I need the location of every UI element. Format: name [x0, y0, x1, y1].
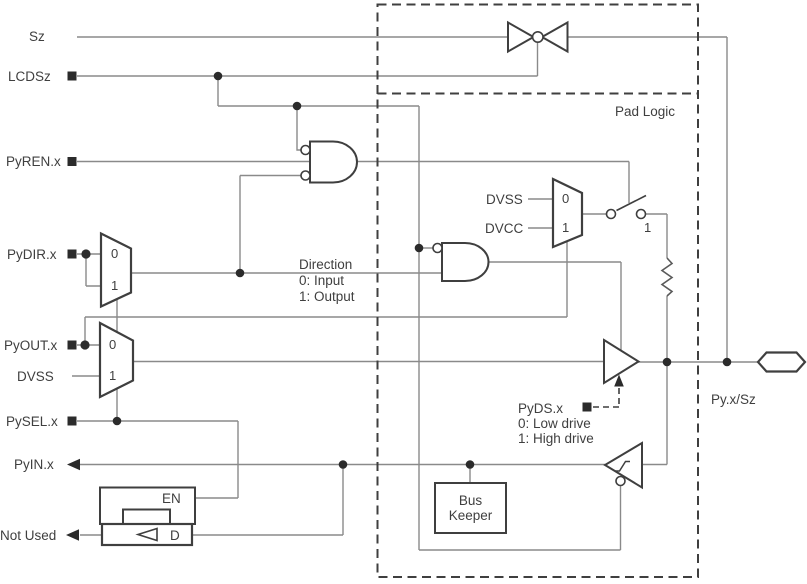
d-latch-label: D: [170, 527, 180, 543]
wire-lcd-to-nand: [296, 106, 301, 151]
pad-pin-icon: [756, 351, 807, 373]
transmission-gate-icon: [507, 20, 569, 54]
signal-label-pyds: PyDS.x: [518, 400, 564, 416]
wire-to-dlatch: [192, 464, 344, 536]
signal-label-pyout: PyOUT.x: [4, 337, 58, 353]
pull-mux-0: 0: [562, 191, 570, 206]
pad-pin-label: Py.x/Sz: [711, 392, 756, 407]
hysteresis-glyph: [615, 460, 630, 472]
signal-label-pyin: PyIN.x: [14, 457, 54, 472]
d-latch-icon: [100, 522, 194, 547]
pyds-port-marker: [582, 402, 592, 412]
pyout-mux-0: 0: [109, 337, 117, 352]
pydir-mux-icon: [99, 231, 133, 309]
enable-bubble-icon: [615, 475, 626, 487]
wires: [72, 36, 758, 551]
up-arrowhead-icon: [614, 374, 624, 387]
wire-schmitt-in: [642, 362, 668, 466]
wire-pysel: [77, 420, 239, 499]
dashed-boundaries: [376, 3, 699, 578]
direction-note-0: 0: Input: [299, 272, 345, 288]
wire-pullenable: [357, 160, 630, 203]
notused-arrowhead-icon: [66, 529, 79, 541]
pyout-mux-icon: [98, 321, 135, 399]
module-boundary-box: [376, 3, 699, 578]
signal-label-notused: Not Used: [0, 527, 57, 543]
switch-state-label: 1: [644, 220, 652, 235]
wire-lcd-branch: [217, 76, 622, 551]
wire-dvss-dvcc: [528, 198, 553, 229]
signal-label-sz: Sz: [29, 29, 45, 44]
pull-mux-icon: [551, 177, 584, 249]
schmitt-trigger-icon: [603, 441, 643, 490]
pydir-mux-1: 1: [111, 278, 119, 293]
clock-triangle-icon: [135, 527, 158, 542]
pull-mux-1: 1: [562, 220, 570, 235]
signal-label-dvss: DVSS: [17, 368, 54, 384]
direction-note-1: 1: Output: [299, 288, 355, 304]
signal-label-lcdsz: LCDSz: [8, 68, 51, 84]
bus-keeper-line2: Keeper: [448, 508, 493, 523]
switch-icon: [605, 194, 647, 220]
en-latch-label: EN: [162, 491, 181, 506]
pull-dvss-label: DVSS: [486, 192, 523, 207]
junction-dots: [80, 71, 732, 469]
output-arrows: [66, 458, 80, 541]
pyin-arrowhead-icon: [67, 458, 80, 471]
wire-dir-to-nand: [239, 174, 301, 273]
pyds-note-0: 0: Low drive: [518, 415, 591, 431]
pad-logic-title: Pad Logic: [615, 104, 676, 119]
pull-resistor: [660, 257, 674, 297]
wire-pydir: [77, 253, 101, 287]
pull-dvcc-label: DVCC: [485, 221, 524, 236]
bus-keeper-box: [434, 482, 507, 534]
signal-label-pyren: PyREN.x: [6, 154, 61, 169]
signal-label-pydir: PyDIR.x: [7, 246, 57, 262]
port-markers: [67, 71, 77, 426]
and-gate-icon: [432, 242, 490, 282]
bus-keeper-label: Bus Keeper: [435, 483, 506, 533]
pyds-note-1: 1: High drive: [518, 430, 594, 446]
pydir-mux-0: 0: [111, 246, 119, 261]
direction-title: Direction: [299, 256, 353, 272]
wire-lcdsz: [77, 43, 539, 77]
wire-driver-enable: [488, 261, 622, 352]
bus-keeper-line1: Bus: [458, 493, 483, 508]
pyout-mux-1: 1: [109, 368, 117, 383]
pyds-control: [582, 374, 624, 412]
nand-gate-icon: [300, 140, 358, 184]
wire-resistor-feed: [645, 213, 668, 362]
signal-label-pysel: PySEL.x: [6, 413, 58, 429]
output-driver-icon: [603, 338, 641, 385]
